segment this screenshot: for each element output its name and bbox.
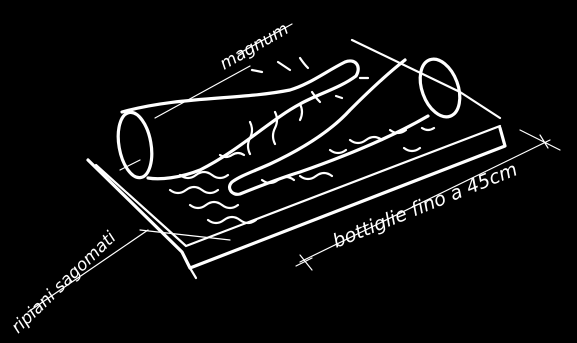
- magnum-label: magnum: [217, 19, 293, 74]
- bottles-length-label: bottiglie fino a 45cm: [330, 158, 521, 252]
- magnum-bottle: [114, 61, 359, 180]
- dimension-lines: [28, 24, 560, 312]
- shelf-ribs: [170, 58, 434, 223]
- shelves-label: ripiani sagomati: [8, 228, 121, 338]
